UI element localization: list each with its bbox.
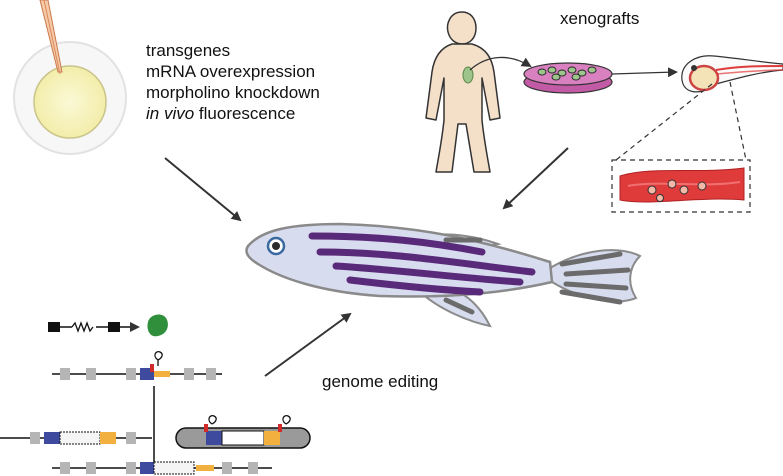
method-line-transgenes: transgenes	[146, 41, 231, 60]
protein-icon	[147, 314, 168, 337]
fluorescence-text: fluorescence	[194, 104, 296, 123]
zoom-line-left	[615, 83, 713, 161]
arrow-human-to-dish	[469, 56, 532, 71]
in-vivo-italic: in vivo	[146, 104, 195, 123]
genome-editing-label: genome editing	[322, 372, 439, 391]
gene-construct-icon	[48, 321, 140, 333]
zoom-line-right	[729, 81, 747, 161]
method-line-morpholino: morpholino knockdown	[146, 83, 320, 102]
culture-dish-icon	[523, 62, 613, 94]
human-figure-icon	[425, 11, 501, 173]
genome-locus-left	[0, 431, 152, 445]
methods-label: transgenes mRNA overexpression morpholin…	[146, 40, 320, 124]
blood-vessel-icon	[611, 159, 751, 213]
arrow-dish-to-larva	[611, 67, 678, 78]
arrow-editing-to-fish	[264, 312, 352, 377]
tumor-icon	[462, 66, 474, 84]
method-line-mrna: mRNA overexpression	[146, 62, 316, 81]
genome-locus-bottom	[52, 461, 272, 475]
genome-locus-top	[52, 350, 222, 380]
embryo-dish-icon	[13, 41, 127, 155]
method-line-in-vivo: in vivo fluorescence	[146, 103, 320, 124]
donor-plasmid-icon	[175, 414, 311, 449]
injection-needle-icon	[39, 0, 63, 75]
arrow-methods-to-fish	[164, 157, 242, 222]
arrow-xenografts-to-fish	[502, 147, 569, 210]
larva-icon	[681, 55, 783, 93]
zebrafish-icon	[245, 222, 642, 328]
xenografts-label: xenografts	[560, 9, 640, 28]
